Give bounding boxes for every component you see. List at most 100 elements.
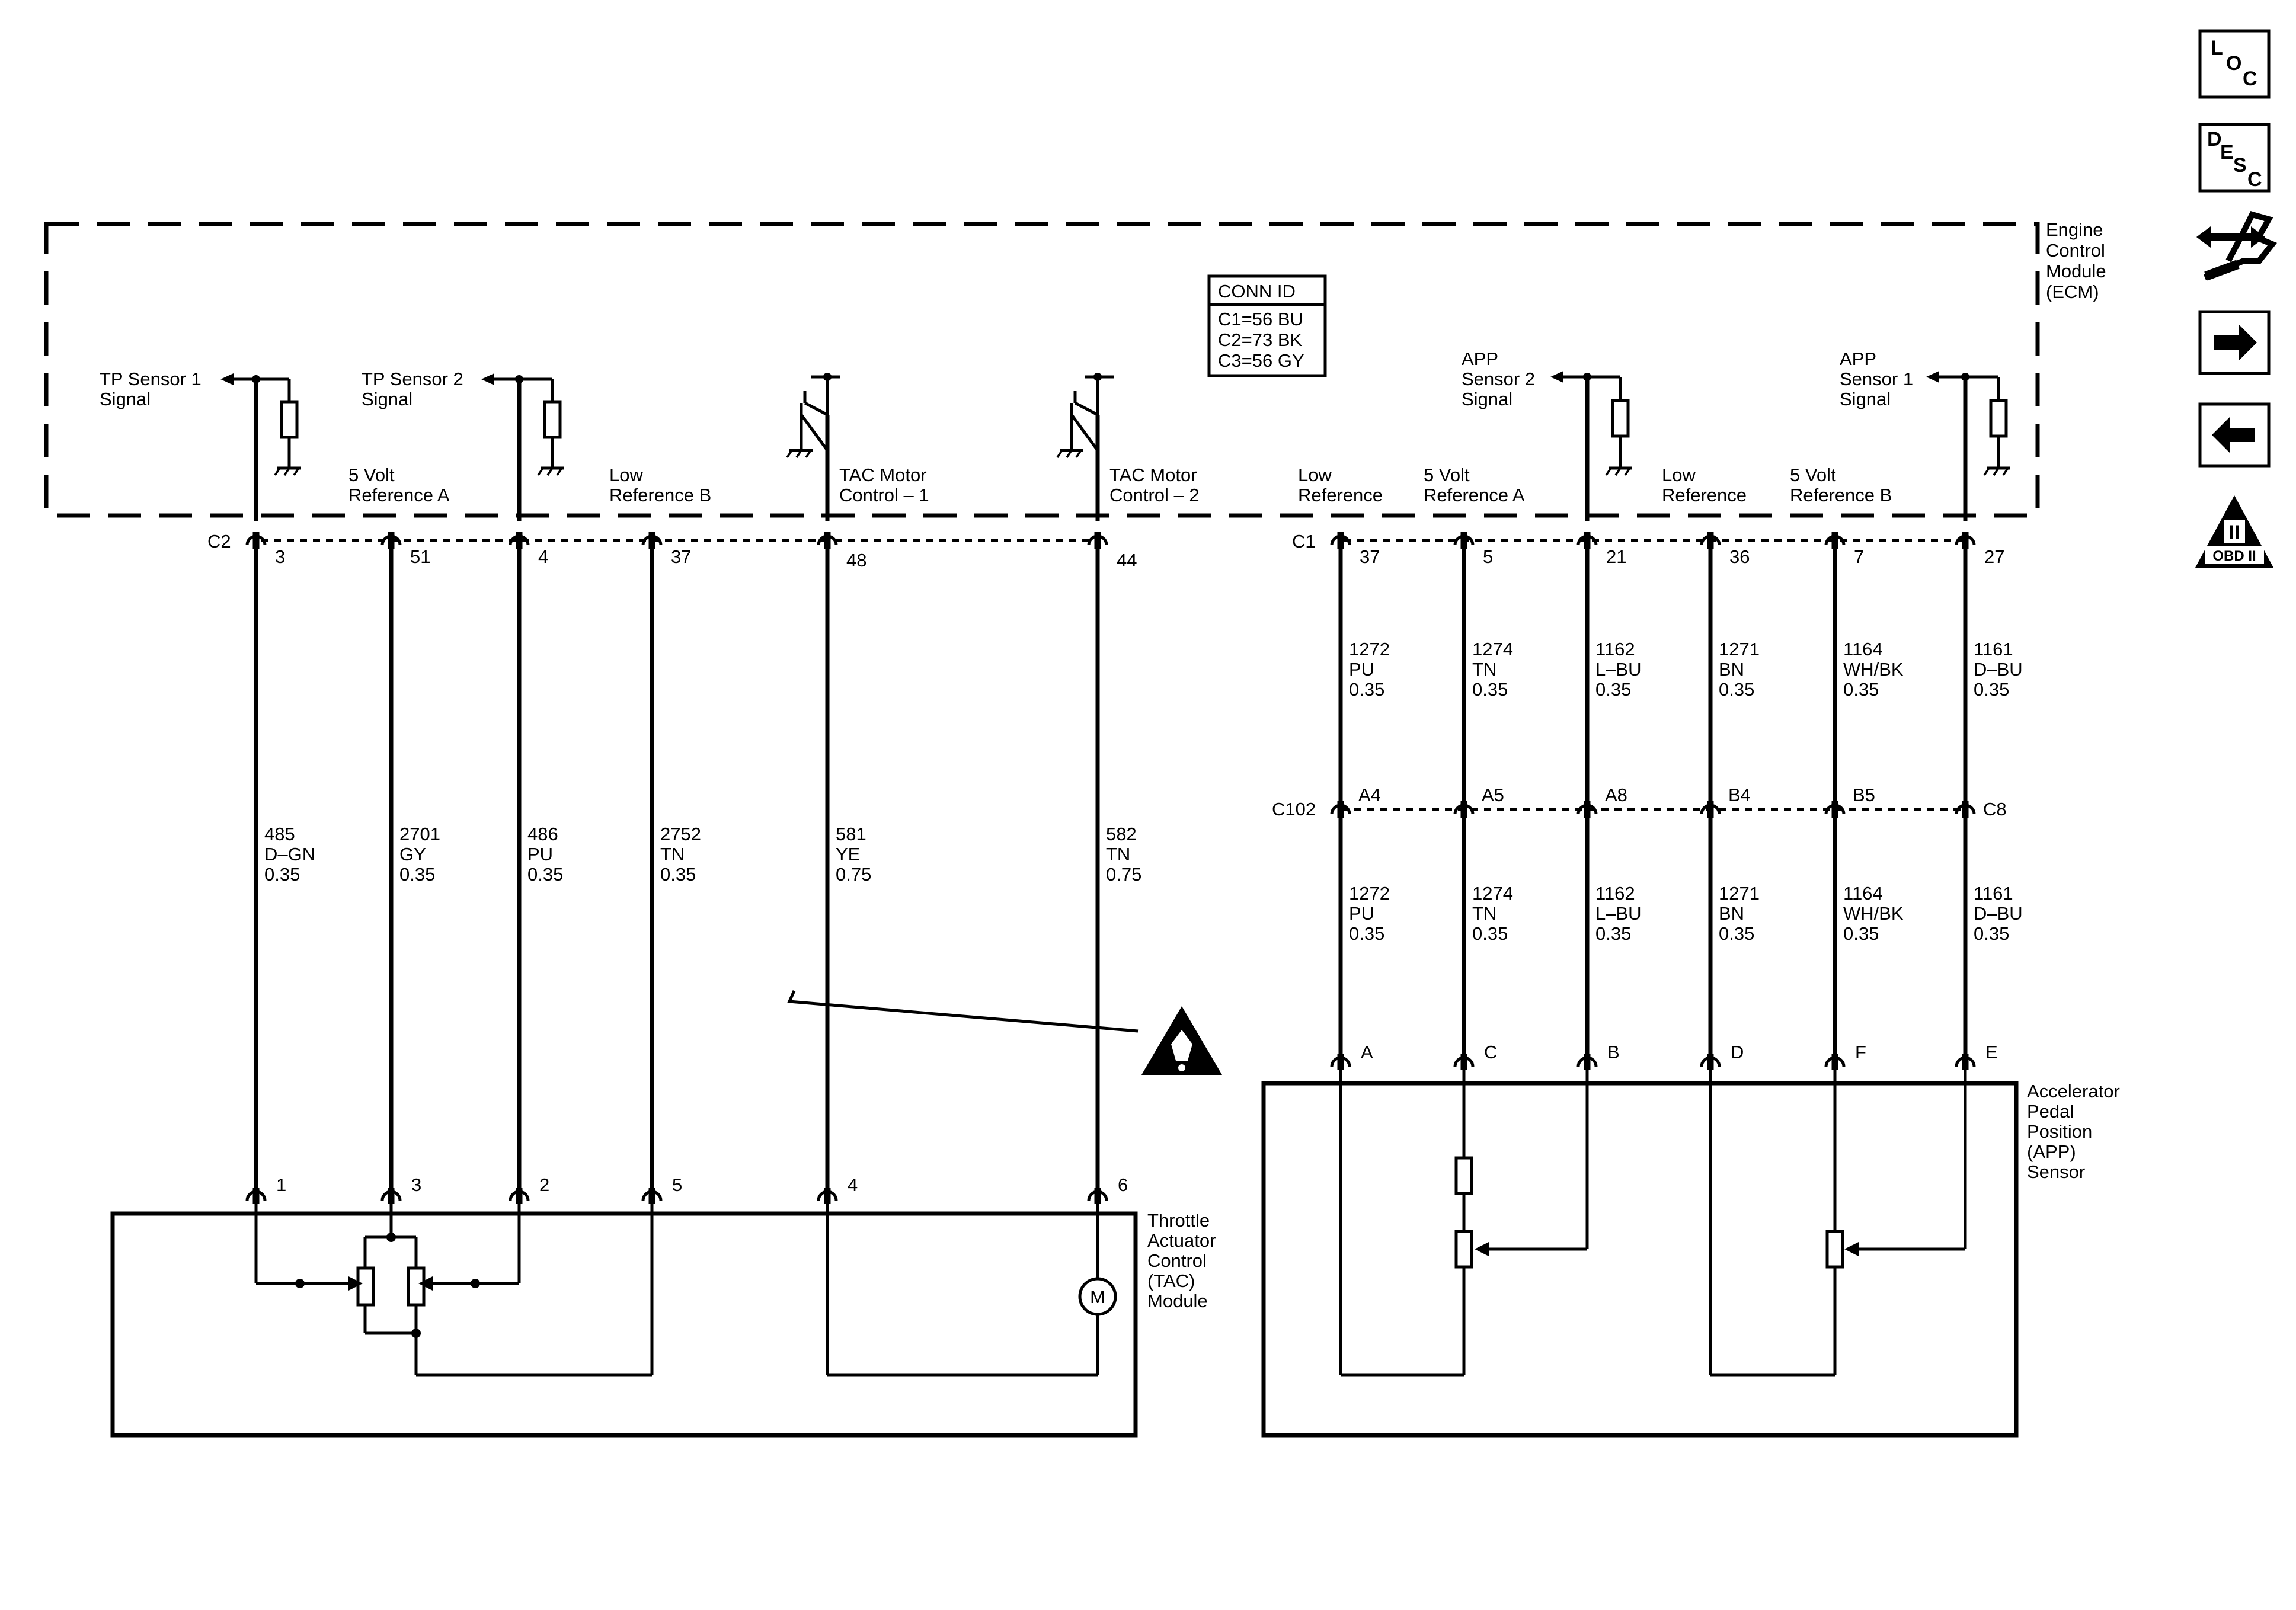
wire-circuit-number: 2701 bbox=[399, 824, 440, 844]
wire-gauge: 0.35 bbox=[1974, 923, 2009, 944]
loc-button[interactable]: L O C bbox=[2198, 29, 2271, 99]
warning-icon bbox=[1141, 1006, 1222, 1075]
wire-gauge: 0.75 bbox=[1106, 864, 1141, 885]
app-pin-letter: C bbox=[1484, 1042, 1497, 1062]
c102-pin-connector bbox=[1576, 801, 1598, 818]
wire-gauge: 0.35 bbox=[1719, 679, 1754, 700]
wire-gauge: 0.35 bbox=[1595, 679, 1631, 700]
tp-sensor-1-circuit: TP Sensor 1 Signal bbox=[100, 369, 301, 521]
wire-circuit-number: 1164 bbox=[1843, 883, 1883, 904]
wire-color: WH/BK bbox=[1843, 659, 1904, 680]
circuit-label: TP Sensor 1 bbox=[100, 369, 202, 389]
tac-pin-number: 1 bbox=[276, 1174, 286, 1195]
conn-id-title: CONN ID bbox=[1218, 281, 1296, 302]
ecm-pin-connector bbox=[641, 532, 663, 549]
circuit-label: TP Sensor 2 bbox=[362, 369, 463, 389]
tac-pin-connector bbox=[817, 1188, 838, 1204]
circuit-label: Signal bbox=[1462, 389, 1512, 409]
wire-circuit-number: 1164 bbox=[1843, 639, 1883, 660]
tac-motor-1-switch: TAC Motor Control – 1 bbox=[786, 373, 929, 521]
wire-gauge: 0.75 bbox=[836, 864, 871, 885]
c102-pin-label: A8 bbox=[1605, 785, 1627, 805]
wire-color: PU bbox=[1349, 903, 1374, 924]
c102-label: C102 bbox=[1272, 799, 1316, 820]
tac-name-line: Module bbox=[1147, 1291, 1208, 1311]
ecm-pin-connector bbox=[1700, 532, 1721, 549]
ecm-pin-connector bbox=[817, 532, 838, 549]
circuit-label: Reference A bbox=[1424, 485, 1525, 505]
wire-color: TN bbox=[1472, 659, 1496, 680]
obd-ii-button[interactable]: II OBD II bbox=[2195, 495, 2273, 568]
app-pin-letter: F bbox=[1855, 1042, 1866, 1062]
conn-id-row: C3=56 GY bbox=[1218, 350, 1304, 371]
c102-pin-label: A5 bbox=[1482, 785, 1504, 805]
desc-button[interactable]: D E S C bbox=[2198, 123, 2271, 193]
app-pin-connector bbox=[1576, 1054, 1598, 1070]
wire-gauge: 0.35 bbox=[1595, 923, 1631, 944]
next-page-button[interactable] bbox=[2198, 310, 2271, 375]
tac-name-line: Throttle bbox=[1147, 1210, 1210, 1231]
wire-color: YE bbox=[836, 844, 860, 865]
ecm-pin-number: 4 bbox=[538, 546, 548, 567]
wire-color: PU bbox=[527, 844, 553, 865]
ecm-pin-connector bbox=[1330, 532, 1351, 549]
wire-circuit-number: 1161 bbox=[1974, 639, 2013, 660]
tac-pin-number: 6 bbox=[1118, 1174, 1128, 1195]
app-name-line: (APP) bbox=[2027, 1141, 2076, 1162]
app-pin-letter: D bbox=[1731, 1042, 1744, 1062]
desc-letter: E bbox=[2220, 141, 2234, 164]
motor-symbol: M bbox=[1090, 1286, 1105, 1307]
ecm-name-line: (ECM) bbox=[2046, 281, 2099, 302]
wire-color: D–GN bbox=[264, 844, 315, 865]
app-name-line: Pedal bbox=[2027, 1101, 2074, 1122]
wire-gauge: 0.35 bbox=[1843, 679, 1879, 700]
app-name-line: Sensor bbox=[2027, 1161, 2085, 1182]
wire-circuit-number: 1274 bbox=[1472, 883, 1513, 904]
wire-circuit-number: 1161 bbox=[1974, 883, 2013, 904]
wire-gauge: 0.35 bbox=[264, 864, 300, 885]
wire-gauge: 0.35 bbox=[1349, 679, 1384, 700]
c102-pin-connector bbox=[1330, 801, 1351, 818]
repair-tool-icon[interactable] bbox=[2196, 211, 2277, 281]
wire-gauge: 0.35 bbox=[1472, 923, 1508, 944]
circuit-label: 5 Volt bbox=[348, 465, 395, 485]
ecm-pin-connector bbox=[1087, 532, 1108, 549]
circuit-label: TAC Motor bbox=[1109, 465, 1197, 485]
wire-circuit-number: 1271 bbox=[1719, 883, 1760, 904]
app-sensor-1-circuit: APP Sensor 1 Signal bbox=[1840, 348, 2010, 521]
wire-circuit-number: 485 bbox=[264, 824, 295, 844]
prev-page-button[interactable] bbox=[2198, 402, 2271, 468]
wire-color: BN bbox=[1719, 903, 1744, 924]
twisted-pair-line bbox=[787, 990, 1139, 1033]
loc-letter: C bbox=[2243, 68, 2257, 90]
arrow-left-icon bbox=[2212, 417, 2255, 453]
tac-pin-connector bbox=[641, 1188, 663, 1204]
low-ref-b-circuit: Low Reference B bbox=[609, 465, 711, 505]
tac-name-line: Actuator bbox=[1147, 1230, 1216, 1251]
circuit-label: Control – 2 bbox=[1109, 485, 1200, 505]
c102-pin-label: B4 bbox=[1728, 785, 1751, 805]
ecm-pin-connector bbox=[1955, 532, 1976, 549]
desc-letter: D bbox=[2207, 128, 2222, 151]
wire-gauge: 0.35 bbox=[527, 864, 563, 885]
circuit-label: Signal bbox=[100, 389, 151, 409]
wire-color: TN bbox=[660, 844, 685, 865]
circuit-label: APP bbox=[1462, 348, 1498, 369]
wire-gauge: 0.35 bbox=[660, 864, 696, 885]
ecm-pin-number: 5 bbox=[1483, 546, 1493, 567]
c102-pin-connector bbox=[1700, 801, 1721, 818]
app-sensor-name: Accelerator Pedal Position (APP) Sensor bbox=[2027, 1081, 2120, 1182]
tac-pin-connector bbox=[1087, 1188, 1108, 1204]
wire-circuit-number: 582 bbox=[1106, 824, 1137, 844]
circuit-label: 5 Volt bbox=[1424, 465, 1470, 485]
circuit-label: Reference B bbox=[1790, 485, 1892, 505]
tac-motor: M bbox=[826, 1203, 1117, 1377]
wire-color: L–BU bbox=[1595, 659, 1642, 680]
c1-connector-label: C1 bbox=[1292, 531, 1316, 552]
ecm-pin-number: 27 bbox=[1984, 546, 2004, 567]
app-pin-connector bbox=[1700, 1054, 1721, 1070]
tac-module-name: Throttle Actuator Control (TAC) Module bbox=[1147, 1210, 1216, 1311]
ecm-name-line: Module bbox=[2046, 261, 2106, 281]
circuit-label: TAC Motor bbox=[839, 465, 927, 485]
tac-pin-number: 5 bbox=[672, 1174, 682, 1195]
